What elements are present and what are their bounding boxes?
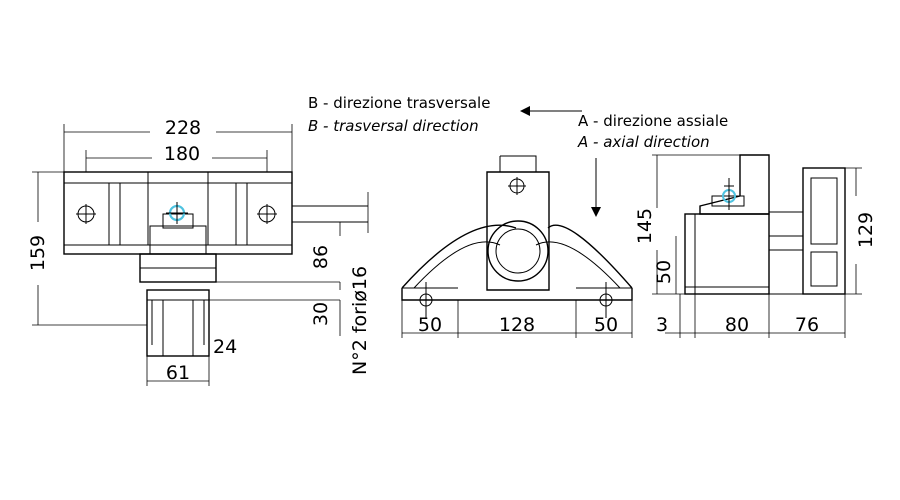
dim-front-159: 159 [27,235,49,271]
label-b-english: B - trasversal direction [308,117,479,135]
dim-side-50-left: 50 [418,314,442,336]
dim-side-128: 128 [499,314,535,336]
right-view: 145 50 129 3 80 76 [634,154,877,338]
dim-front-228: 228 [165,117,201,139]
dim-front-180: 180 [164,143,200,165]
dim-front-30: 30 [310,302,332,326]
front-view: 228 180 159 86 30 N°2 foriø16 24 61 [27,117,371,386]
arrow-b-direction [520,106,582,116]
dim-right-145: 145 [634,208,656,244]
dim-front-24: 24 [213,336,237,358]
dim-front-86: 86 [310,245,332,269]
label-a-italian: A - direzione assiale [578,112,728,130]
dim-front-61: 61 [166,362,190,384]
dim-right-76: 76 [795,314,819,336]
dim-right-80: 80 [725,314,749,336]
dim-right-129: 129 [855,212,877,248]
dim-side-50-right: 50 [594,314,618,336]
dim-right-50: 50 [653,260,675,284]
arrow-a-direction [591,158,601,217]
note-holes: N°2 foriø16 [349,266,371,375]
label-b-italian: B - direzione trasversale [308,94,490,112]
dim-right-3: 3 [656,314,668,336]
label-a-english: A - axial direction [577,133,710,151]
side-view: 50 128 50 [401,155,633,338]
